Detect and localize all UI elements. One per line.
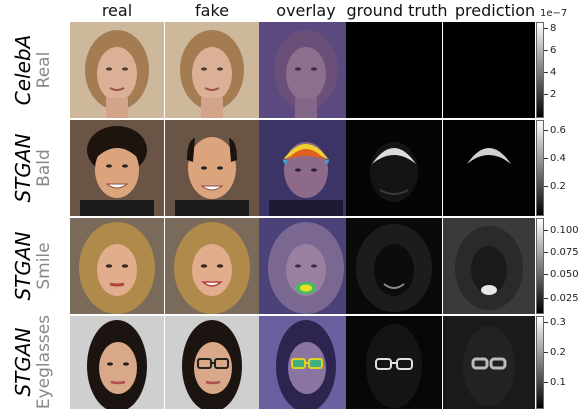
colorbar-tick: 0.1 bbox=[544, 377, 566, 388]
colorbar-tick: 0.2 bbox=[544, 347, 566, 358]
colorbar-tick: 6 bbox=[543, 45, 557, 56]
row-attribute: Real bbox=[34, 51, 54, 89]
colorbar-celeba bbox=[536, 22, 544, 118]
image-fake-celeba bbox=[165, 22, 259, 118]
colorbar-tick: 4 bbox=[543, 67, 557, 78]
colorbar-tick: 0.4 bbox=[544, 153, 566, 164]
row-label-bald: STGAN Bald bbox=[0, 120, 66, 216]
colorbar-tick: 2 bbox=[543, 89, 557, 100]
image-ground-truth-eyeglasses bbox=[346, 316, 442, 409]
column-header-overlay: overlay bbox=[276, 1, 336, 20]
row-label-celeba: CelebA Real bbox=[0, 22, 66, 118]
image-overlay-celeba bbox=[259, 22, 353, 118]
colorbar-bald bbox=[536, 120, 544, 216]
image-ground-truth-bald bbox=[346, 120, 442, 216]
row-attribute: Eyeglasses bbox=[34, 314, 54, 410]
column-header-fake: fake bbox=[195, 1, 229, 20]
row-method: STGAN bbox=[11, 327, 35, 397]
image-ground-truth-smile bbox=[346, 218, 442, 314]
colorbar-tick: 0.025 bbox=[544, 293, 579, 304]
colorbar-tick: 0.075 bbox=[544, 247, 579, 258]
colorbar-tick: 8 bbox=[543, 23, 557, 34]
column-header-ground-truth: ground truth bbox=[346, 1, 448, 20]
colorbar-exponent: 1e−7 bbox=[540, 8, 568, 19]
image-prediction-smile bbox=[443, 218, 535, 314]
image-prediction-celeba bbox=[443, 22, 535, 118]
row-method: STGAN bbox=[11, 133, 35, 203]
image-ground-truth-celeba bbox=[346, 22, 442, 118]
image-overlay-eyeglasses bbox=[259, 316, 353, 409]
row-attribute: Smile bbox=[34, 242, 54, 290]
image-real-bald bbox=[70, 120, 164, 216]
column-header-real: real bbox=[101, 1, 133, 20]
image-fake-bald bbox=[165, 120, 259, 216]
row-method: STGAN bbox=[11, 231, 35, 301]
image-fake-eyeglasses bbox=[165, 316, 259, 409]
colorbar-tick: 0.050 bbox=[544, 269, 579, 280]
column-header-prediction: prediction bbox=[454, 1, 536, 20]
image-prediction-bald bbox=[443, 120, 535, 216]
image-fake-smile bbox=[165, 218, 259, 314]
colorbar-tick: 0.3 bbox=[544, 317, 566, 328]
colorbar-tick: 0.6 bbox=[544, 125, 566, 136]
image-overlay-smile bbox=[259, 218, 353, 314]
colorbar-tick: 0.100 bbox=[544, 225, 579, 236]
row-attribute: Bald bbox=[34, 149, 54, 187]
row-label-eyeglasses: STGAN Eyeglasses bbox=[0, 314, 66, 410]
image-real-eyeglasses bbox=[70, 316, 164, 409]
colorbar-smile bbox=[536, 218, 544, 314]
colorbar-eyeglasses bbox=[536, 316, 544, 409]
row-method: CelebA bbox=[11, 34, 35, 106]
row-label-smile: STGAN Smile bbox=[0, 218, 66, 314]
image-overlay-bald bbox=[259, 120, 353, 216]
image-real-smile bbox=[70, 218, 164, 314]
image-prediction-eyeglasses bbox=[443, 316, 535, 409]
colorbar-tick: 0.2 bbox=[544, 181, 566, 192]
image-real-celeba bbox=[70, 22, 164, 118]
